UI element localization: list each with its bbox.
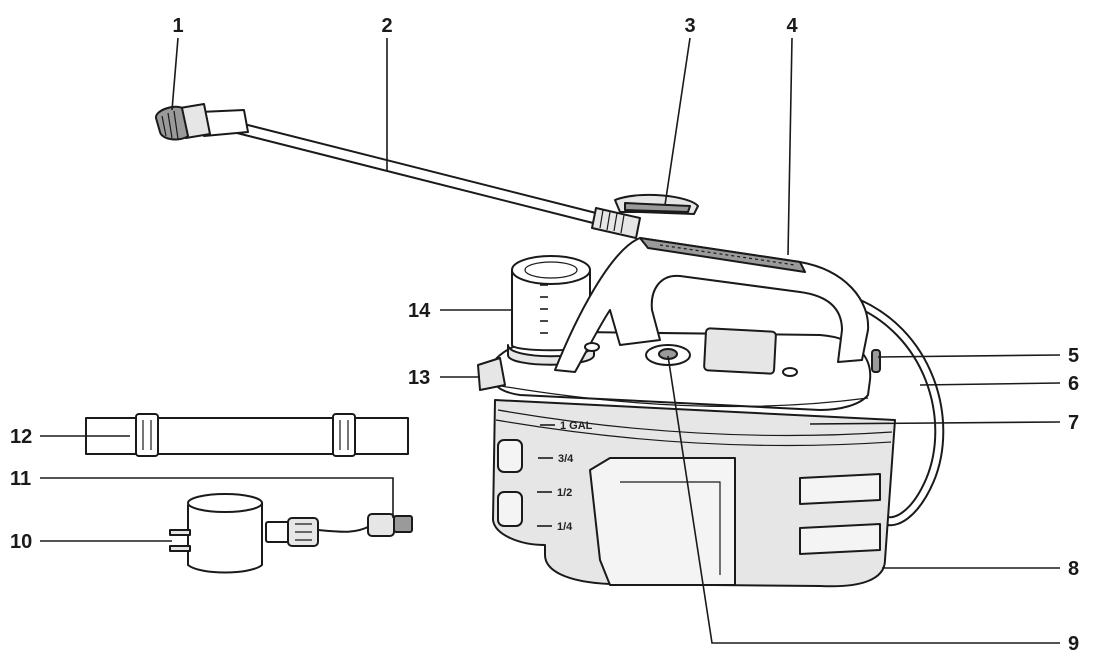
handle-icon [554,237,870,373]
callout-5: 5 [1068,345,1079,367]
spray-wand-icon [232,121,641,239]
measuring-cup-icon [507,255,595,366]
callout-10: 10 [10,531,32,553]
usb-cable-icon [265,513,413,547]
pressure-valve-icon [645,344,691,366]
callout-3: 3 [684,15,695,37]
wand-holder-icon [477,357,506,391]
nozzle-icon [155,103,249,141]
callout-12: 12 [10,426,32,448]
callout-4: 4 [786,15,798,37]
callout-11: 11 [10,468,31,490]
callout-2: 2 [381,15,392,37]
battery-indicator-icon [871,349,881,373]
callout-13: 13 [408,367,430,389]
callout-9: 9 [1068,633,1079,655]
trigger-icon [614,193,699,215]
sprayer-unit: 1 GAL 3/4 1/2 1/4 [477,237,945,588]
tank-mark-3-4: 3/4 [558,453,574,465]
callout-7: 7 [1068,412,1079,434]
callout-8: 8 [1068,558,1079,580]
tank-mark-1gal: 1 GAL [560,420,593,432]
callout-6: 6 [1068,373,1079,395]
tank-mark-1-4: 1/4 [557,521,573,533]
callout-14: 14 [408,300,431,322]
wall-adapter-icon [169,493,263,574]
tank-mark-1-2: 1/2 [557,487,572,499]
callout-labels: 1 2 3 4 5 6 7 8 9 10 11 12 13 14 [10,15,1079,655]
leader-lines [40,37,1061,644]
shoulder-strap-icon [85,413,409,457]
callout-1: 1 [172,15,183,37]
